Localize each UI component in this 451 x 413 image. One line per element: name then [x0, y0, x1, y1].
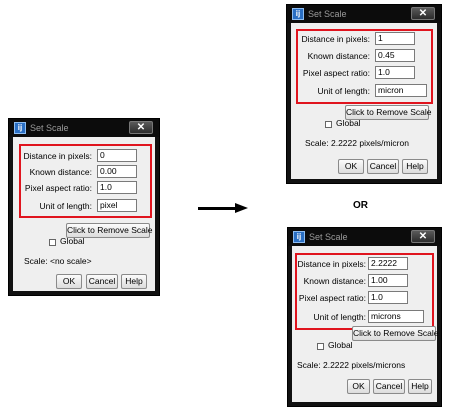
known-distance-input[interactable]: 0.45: [375, 49, 415, 62]
global-label: Global: [336, 118, 361, 128]
dialog-body: Distance in pixels: 1 Known distance: 0.…: [291, 23, 437, 179]
pixel-aspect-ratio-input[interactable]: 1.0: [375, 66, 415, 79]
pixel-aspect-ratio-label: Pixel aspect ratio:: [24, 183, 92, 193]
known-distance-label: Known distance:: [29, 167, 92, 177]
global-checkbox[interactable]: [317, 343, 324, 350]
ok-button[interactable]: OK: [347, 379, 370, 394]
known-distance-label: Known distance:: [307, 51, 370, 61]
dialog-title: Set Scale: [30, 123, 69, 133]
imagej-icon: ij: [292, 8, 304, 20]
set-scale-dialog-pixels-per-micron: ij Set Scale ✕ Distance in pixels: 2.222…: [287, 227, 442, 407]
imagej-icon: ij: [14, 122, 26, 134]
distance-in-pixels-input[interactable]: 2.2222: [368, 257, 408, 270]
imagej-icon: ij: [293, 231, 305, 243]
pixel-aspect-ratio-label: Pixel aspect ratio:: [302, 68, 370, 78]
dialog-body: Distance in pixels: 0 Known distance: 0.…: [13, 137, 155, 291]
title-bar[interactable]: ij Set Scale ✕: [288, 228, 441, 246]
dialog-title: Set Scale: [309, 232, 348, 242]
dialog-title: Set Scale: [308, 9, 347, 19]
unit-of-length-input[interactable]: micron: [375, 84, 427, 97]
distance-in-pixels-input[interactable]: 1: [375, 32, 415, 45]
cancel-button[interactable]: Cancel: [86, 274, 118, 289]
help-button[interactable]: Help: [402, 159, 428, 174]
unit-of-length-input[interactable]: pixel: [97, 199, 137, 212]
distance-in-pixels-label: Distance in pixels:: [297, 259, 366, 269]
scale-status-text: Scale: 2.2222 pixels/microns: [297, 360, 406, 370]
distance-in-pixels-label: Distance in pixels:: [301, 34, 370, 44]
title-bar[interactable]: ij Set Scale ✕: [287, 5, 441, 23]
known-distance-input[interactable]: 1.00: [368, 274, 408, 287]
remove-scale-button[interactable]: Click to Remove Scale: [345, 105, 432, 120]
dialog-body: Distance in pixels: 2.2222 Known distanc…: [292, 246, 439, 402]
known-distance-input[interactable]: 0.00: [97, 165, 137, 178]
scale-status-text: Scale: <no scale>: [24, 256, 92, 266]
cancel-button[interactable]: Cancel: [373, 379, 405, 394]
remove-scale-button[interactable]: Click to Remove Scale: [352, 326, 439, 341]
cancel-button[interactable]: Cancel: [367, 159, 399, 174]
pixel-aspect-ratio-input[interactable]: 1.0: [97, 181, 137, 194]
close-button[interactable]: ✕: [411, 230, 435, 243]
or-label: OR: [353, 200, 368, 211]
unit-of-length-label: Unit of length:: [39, 201, 92, 211]
highlight-box: [296, 29, 433, 104]
close-button[interactable]: ✕: [411, 7, 435, 20]
unit-of-length-label: Unit of length:: [313, 312, 366, 322]
global-label: Global: [60, 236, 85, 246]
title-bar[interactable]: ij Set Scale ✕: [9, 119, 159, 137]
unit-of-length-label: Unit of length:: [317, 86, 370, 96]
highlight-box: [19, 144, 152, 218]
global-checkbox[interactable]: [325, 121, 332, 128]
remove-scale-button[interactable]: Click to Remove Scale: [66, 223, 153, 238]
global-checkbox[interactable]: [49, 239, 56, 246]
pixel-aspect-ratio-label: Pixel aspect ratio:: [298, 293, 366, 303]
help-button[interactable]: Help: [408, 379, 432, 394]
distance-in-pixels-label: Distance in pixels:: [23, 151, 92, 161]
global-label: Global: [328, 340, 353, 350]
set-scale-dialog-original: ij Set Scale ✕ Distance in pixels: 0 Kno…: [8, 118, 160, 296]
ok-button[interactable]: OK: [56, 274, 82, 289]
known-distance-label: Known distance:: [303, 276, 366, 286]
scale-status-text: Scale: 2.2222 pixels/micron: [305, 138, 409, 148]
unit-of-length-input[interactable]: microns: [368, 310, 424, 323]
help-button[interactable]: Help: [121, 274, 147, 289]
arrow-head: [235, 203, 248, 213]
set-scale-dialog-microns-per-pixel: ij Set Scale ✕ Distance in pixels: 1 Kno…: [286, 4, 442, 184]
arrow-shaft: [198, 207, 236, 210]
distance-in-pixels-input[interactable]: 0: [97, 149, 137, 162]
ok-button[interactable]: OK: [338, 159, 364, 174]
pixel-aspect-ratio-input[interactable]: 1.0: [368, 291, 408, 304]
close-button[interactable]: ✕: [129, 121, 153, 134]
